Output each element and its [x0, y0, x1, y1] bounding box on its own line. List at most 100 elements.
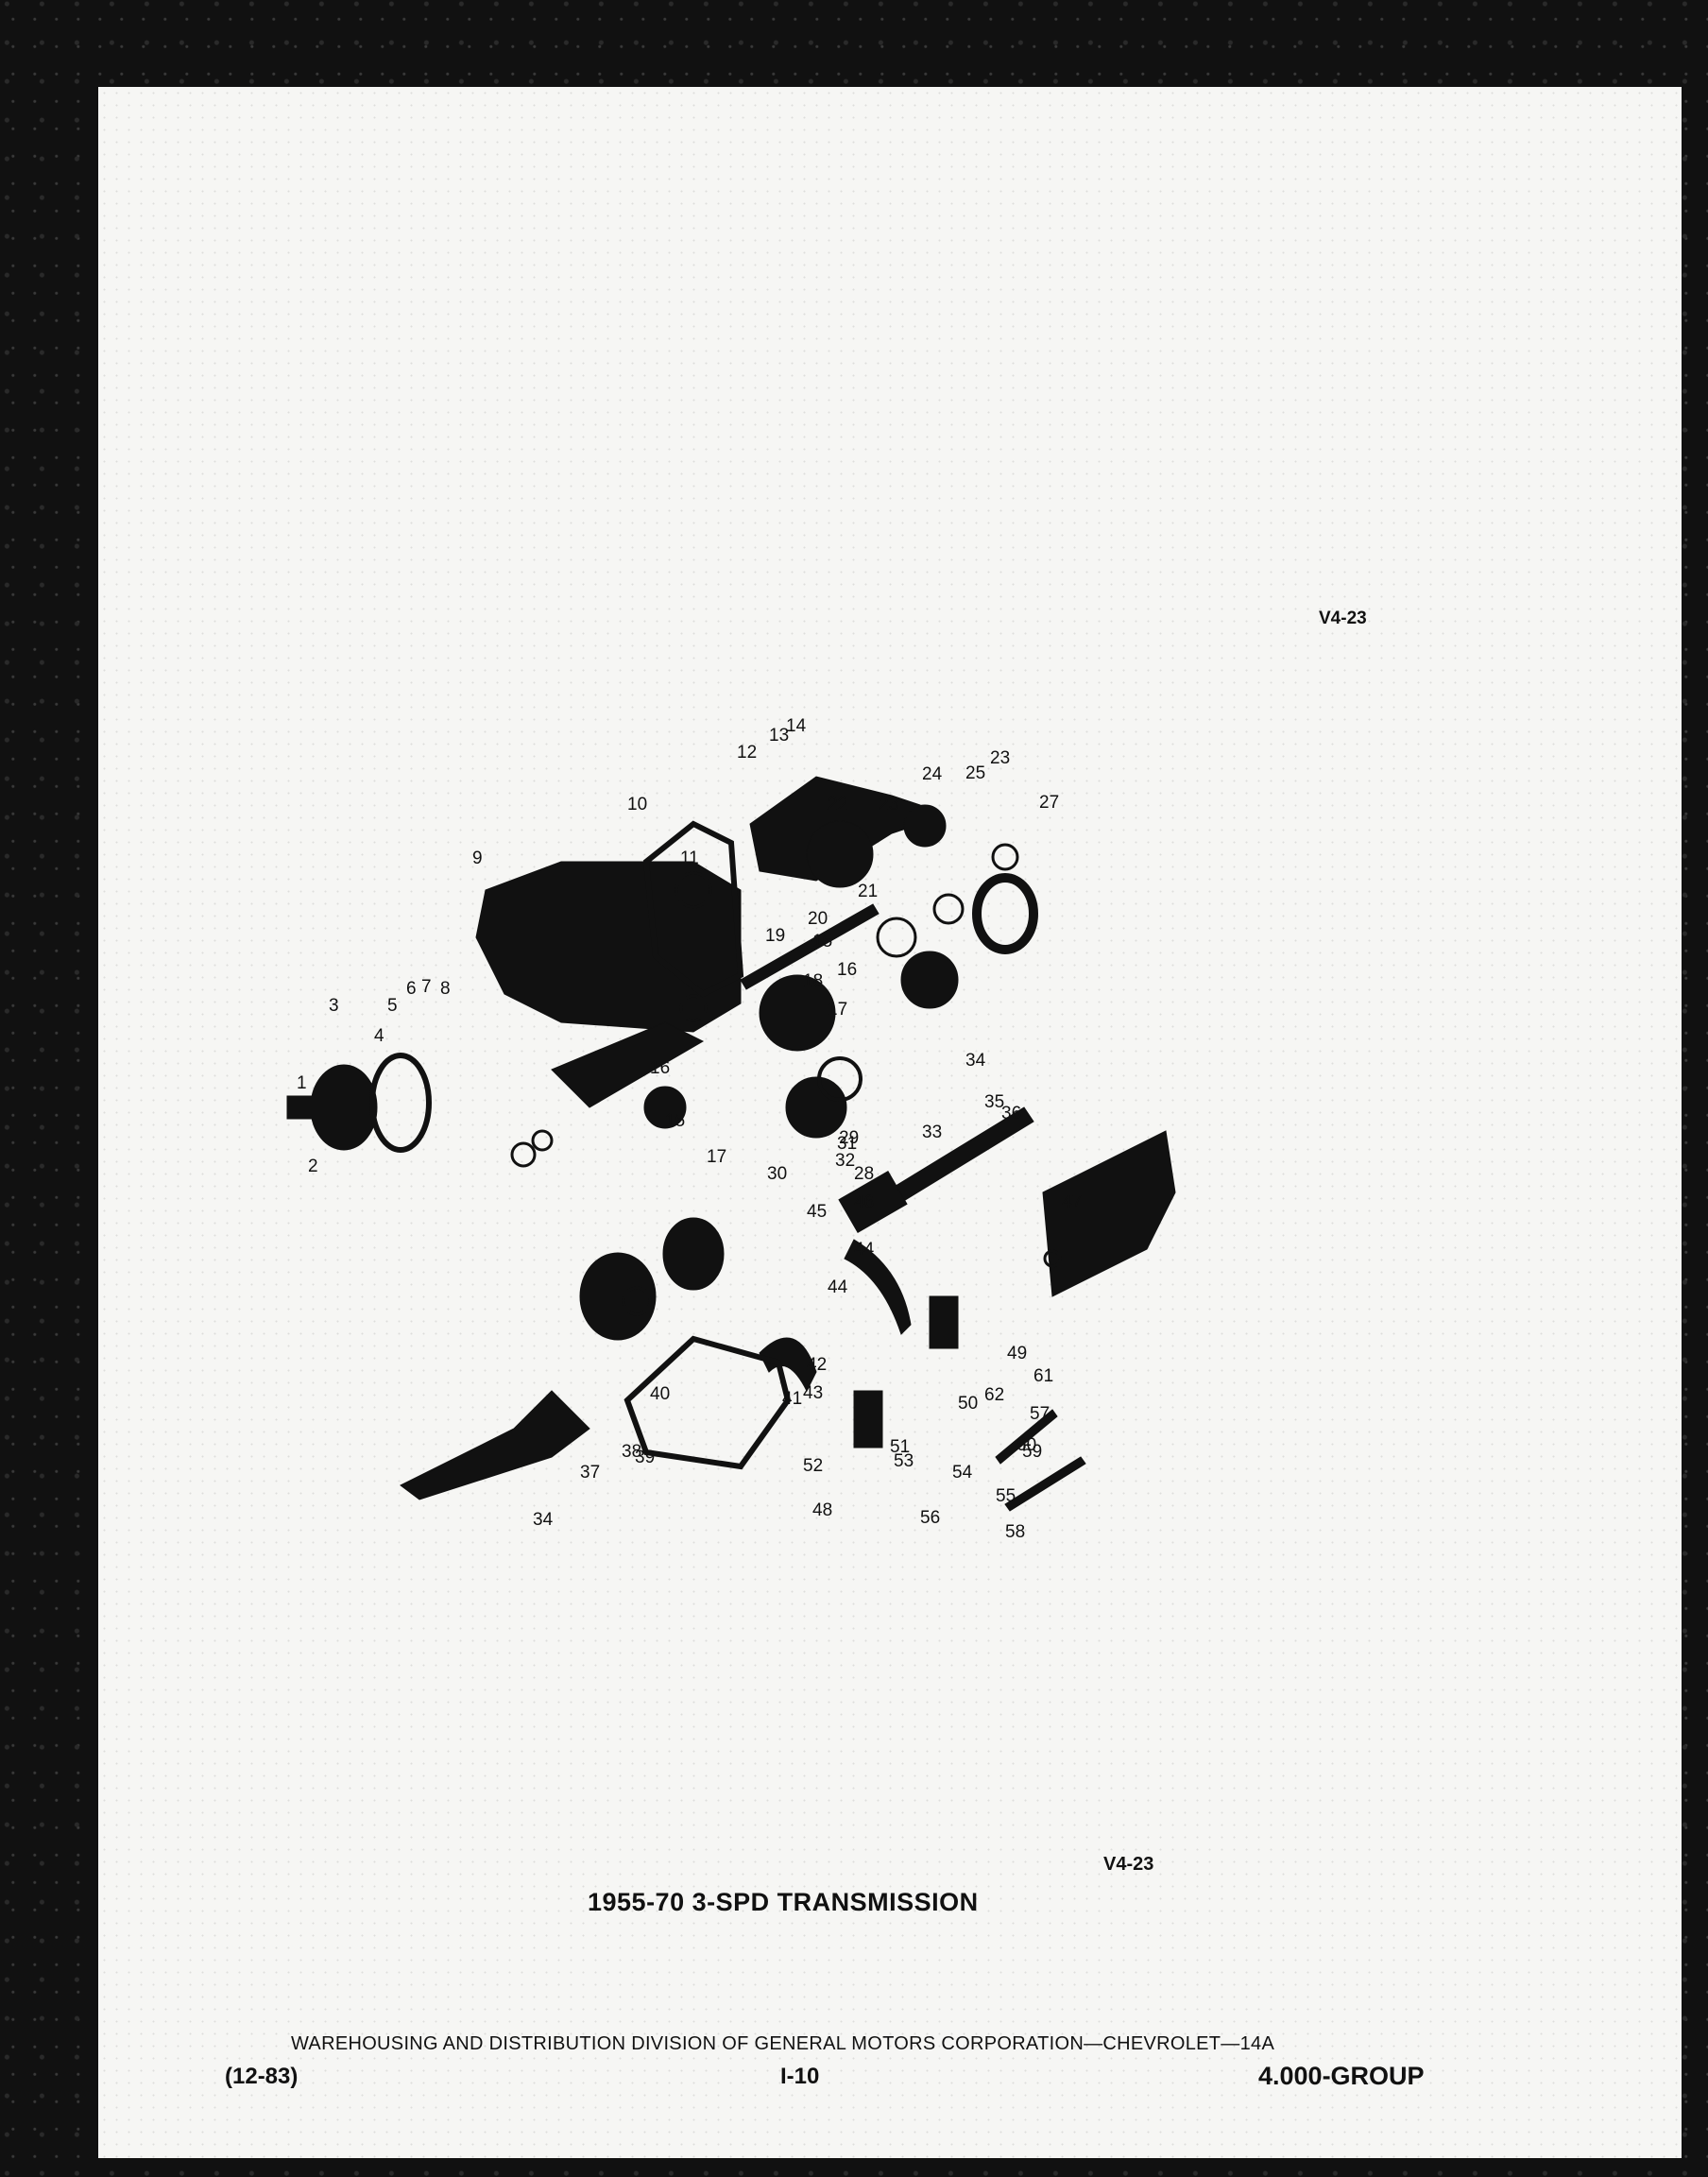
gear-36-shape	[900, 951, 959, 1009]
callout-17: 17	[707, 1147, 726, 1167]
callout-1: 1	[297, 1073, 307, 1093]
bearing-38-shape	[972, 873, 1038, 954]
callout-51: 51	[890, 1437, 910, 1457]
figure-title: 1955-70 3-SPD TRANSMISSION	[588, 1888, 979, 1916]
footer-page-number: I-10	[780, 2064, 820, 2089]
gasket-50-shape	[623, 1335, 792, 1470]
callout-28: 28	[854, 1164, 874, 1184]
callout-11: 11	[680, 849, 699, 868]
countergear-shape	[551, 1021, 705, 1108]
gasket-3-shape	[369, 1053, 432, 1153]
callout-60: 60	[1016, 1435, 1036, 1455]
callout-20: 20	[808, 909, 828, 929]
callout-39: 39	[635, 1448, 655, 1467]
sleeve-46-shape	[662, 1217, 725, 1291]
callout-15: 15	[812, 932, 832, 951]
callout-16: 16	[837, 960, 857, 980]
callout-34: 34	[965, 1051, 986, 1071]
main-drive-gear-shape	[400, 1390, 590, 1500]
callout-34: 34	[533, 1510, 554, 1530]
callout-52: 52	[803, 1456, 823, 1476]
callout-32: 32	[835, 1151, 855, 1171]
callout-35: 35	[984, 1092, 1004, 1112]
mainshaft-hub	[838, 1170, 908, 1234]
callout-16: 16	[650, 1058, 670, 1078]
callout-30: 30	[767, 1164, 787, 1184]
callout-5: 5	[387, 996, 398, 1016]
callout-3: 3	[329, 996, 339, 1016]
callout-48: 48	[812, 1500, 832, 1520]
callout-2: 2	[308, 1157, 318, 1176]
callout-7: 7	[421, 977, 432, 997]
callout-44: 44	[854, 1240, 875, 1260]
document-page: V4-23	[98, 87, 1682, 2158]
transmission-case-shape	[475, 861, 742, 1033]
callout-50: 50	[958, 1394, 978, 1414]
callout-42: 42	[807, 1355, 827, 1375]
gear-22-shape	[806, 820, 874, 888]
shift-fork-52	[844, 1239, 912, 1335]
callout-21: 21	[858, 882, 878, 901]
callout-22: 22	[828, 795, 847, 814]
gear-48-shape	[785, 1076, 847, 1139]
callout-56: 56	[920, 1508, 940, 1528]
callout-27: 27	[1039, 793, 1059, 813]
callout-47: 47	[1062, 1192, 1082, 1212]
callout-58: 58	[1005, 1522, 1025, 1542]
gear-24-shape	[903, 804, 947, 848]
callout-61: 61	[1033, 1366, 1053, 1386]
callout-40: 40	[650, 1384, 670, 1404]
callout-59: 59	[1022, 1442, 1042, 1462]
shift-lever-54	[929, 1295, 959, 1349]
callout-49: 49	[1007, 1344, 1027, 1363]
callout-31: 31	[837, 1134, 857, 1154]
callout-19: 19	[765, 926, 785, 946]
callout-25: 25	[965, 763, 985, 783]
callout-29: 29	[839, 1128, 859, 1148]
countershaft-shape	[740, 903, 880, 990]
sleeve-42-shape	[579, 1252, 657, 1341]
callout-46: 46	[854, 1192, 874, 1212]
footer-group: 4.000-GROUP	[1258, 2062, 1425, 2090]
callout-15: 15	[665, 1111, 685, 1131]
callout-53: 53	[894, 1451, 914, 1471]
figure-code-bottom: V4-23	[1103, 1854, 1154, 1875]
callout-41: 41	[782, 1389, 802, 1409]
callout-4: 4	[374, 1026, 384, 1046]
callout-14: 14	[786, 716, 807, 736]
figure-code-top: V4-23	[1319, 609, 1367, 628]
gasket-10-shape	[642, 820, 744, 998]
shift-rod-57	[995, 1409, 1058, 1465]
side-cover-shape	[1042, 1130, 1176, 1297]
callout-43: 43	[803, 1383, 823, 1403]
callout-45: 45	[807, 1202, 827, 1222]
callout-44: 44	[828, 1277, 848, 1297]
callout-38: 38	[622, 1442, 641, 1462]
callout-23: 23	[879, 795, 898, 814]
callout-36: 36	[1001, 1104, 1021, 1123]
callout-57: 57	[1030, 1404, 1050, 1424]
callout-6: 6	[406, 979, 417, 999]
shift-lever-53	[853, 1390, 883, 1448]
callout-18: 18	[803, 971, 823, 991]
footer-date: (12-83)	[225, 2064, 299, 2089]
callout-9: 9	[472, 849, 483, 868]
callout-13: 13	[769, 726, 789, 746]
callout-24: 24	[922, 764, 943, 784]
callout-33: 33	[922, 1123, 942, 1142]
gear-29-shape	[643, 1086, 687, 1129]
callout-10: 10	[627, 795, 647, 814]
footer-publisher: WAREHOUSING AND DISTRIBUTION DIVISION OF…	[291, 2033, 1275, 2054]
callout-55: 55	[996, 1486, 1016, 1506]
callout-54: 54	[952, 1463, 973, 1483]
callout-62: 62	[984, 1385, 1004, 1405]
callout-37: 37	[580, 1463, 600, 1483]
shift-rod-58	[1004, 1456, 1086, 1512]
callout-8: 8	[440, 979, 451, 999]
callout-17: 17	[828, 1000, 847, 1020]
callout-23: 23	[990, 748, 1010, 768]
callout-12: 12	[737, 743, 757, 763]
gear-32-shape	[759, 974, 836, 1052]
